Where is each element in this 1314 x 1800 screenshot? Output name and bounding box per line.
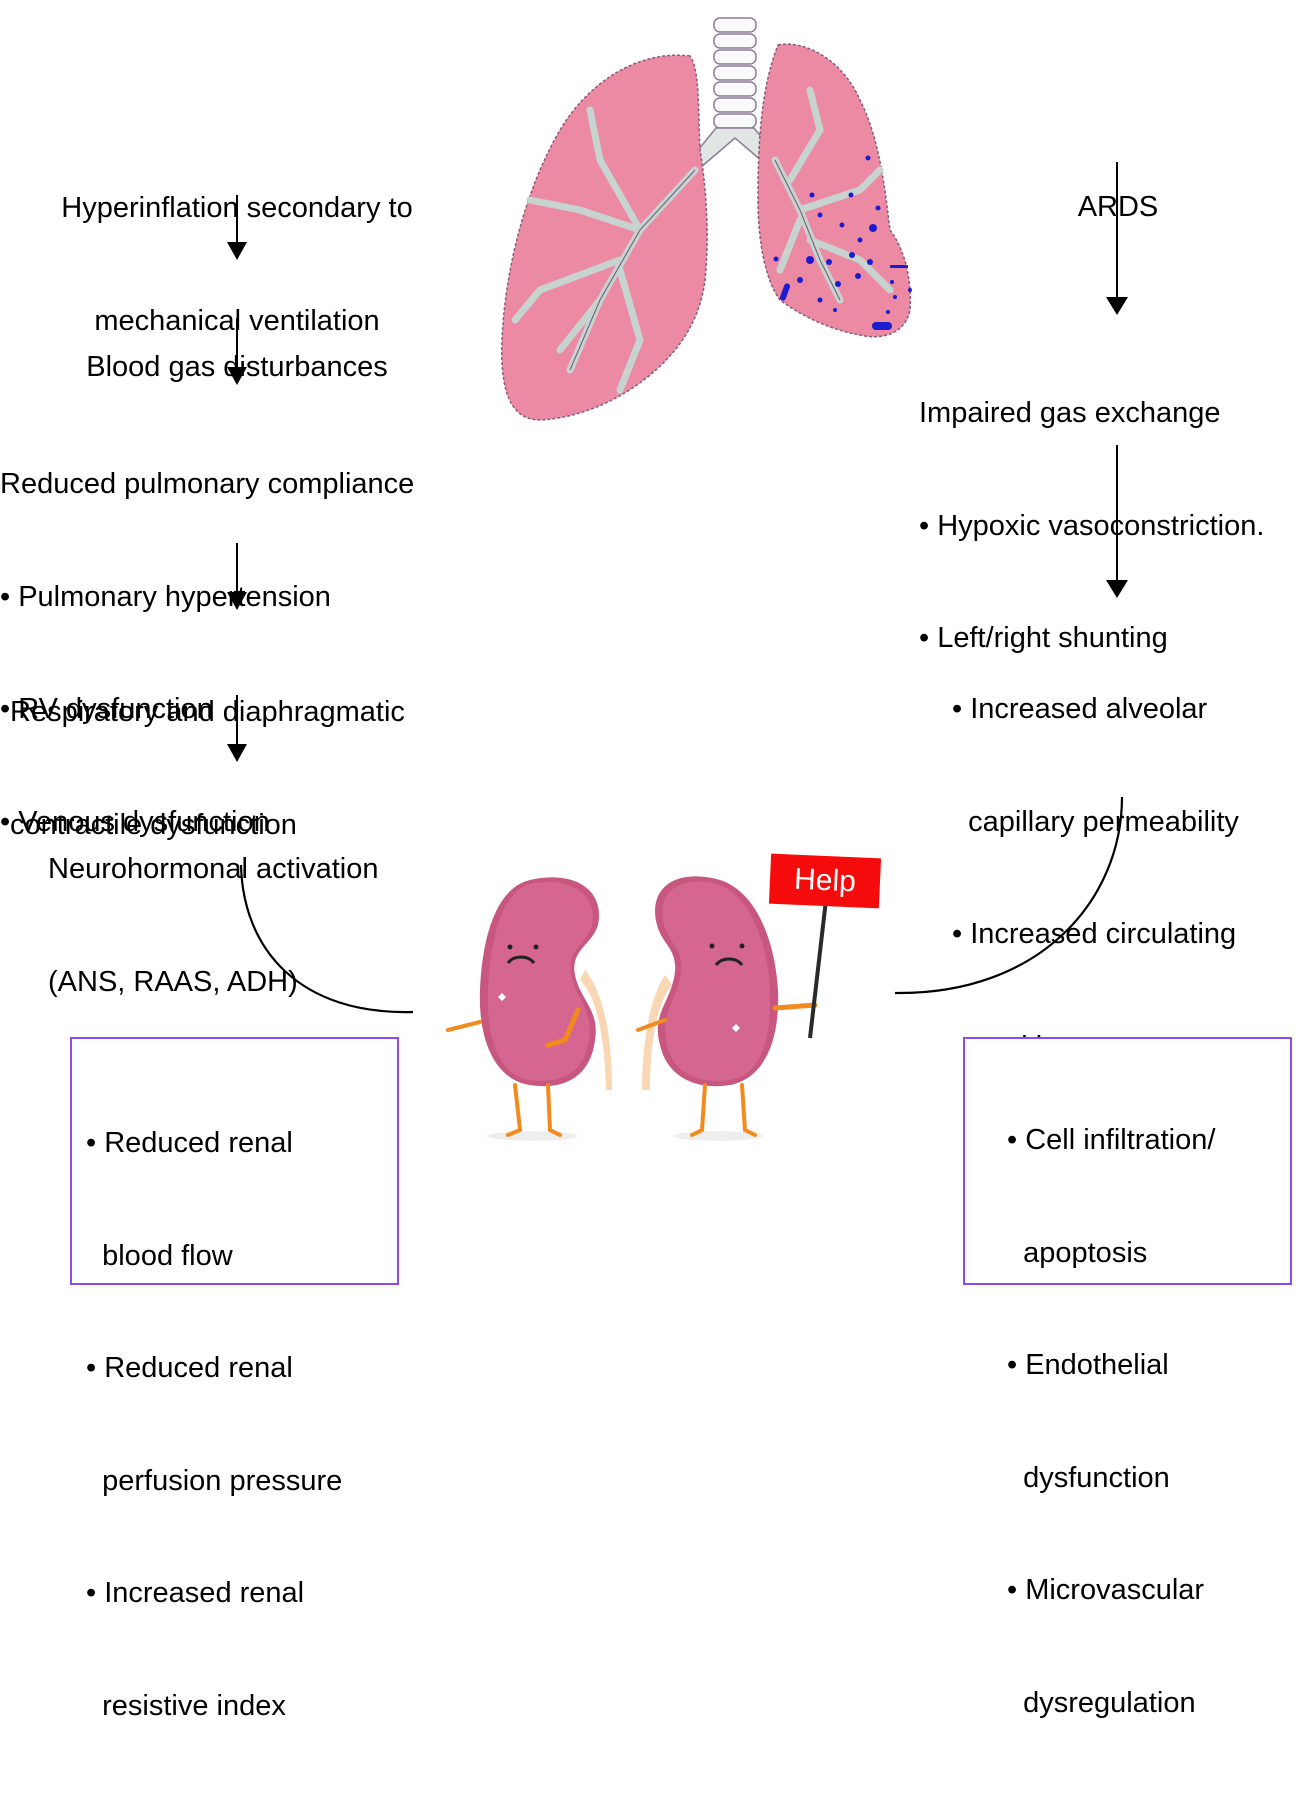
bullet-item: • Pulmonary hypertension — [0, 580, 331, 613]
left-step5: Neurohormonal activation (ANS, RAAS, ADH… — [48, 776, 378, 1039]
arrowhead — [227, 592, 247, 610]
right-kidney-icon — [636, 876, 818, 1137]
text-line: (ANS, RAAS, ADH) — [48, 965, 298, 998]
text-line: apoptosis — [1007, 1236, 1148, 1269]
arrowhead — [227, 367, 247, 385]
bronchi-outline — [569, 159, 841, 371]
step-heading: Reduced pulmonary compliance — [0, 468, 415, 500]
text-line: mechanical ventilation — [94, 304, 380, 337]
bullet-item: • Cell infiltration/ — [1007, 1124, 1216, 1156]
left-kidney-icon — [446, 877, 600, 1137]
arrowhead — [227, 744, 247, 762]
text-line: resistive index — [86, 1689, 286, 1722]
text-line: perfusion pressure — [86, 1464, 343, 1497]
infiltrate-dots-icon — [773, 155, 912, 330]
ureter-icon — [580, 970, 612, 1090]
left-lung-icon — [501, 54, 708, 421]
arrowhead — [227, 242, 247, 260]
bullet-item: • Increased alveolar — [952, 693, 1208, 725]
lungs-illustration — [501, 17, 912, 421]
kidneys-illustration — [446, 876, 828, 1141]
arrowhead — [1106, 580, 1128, 598]
renal-inflammation-list: • Cell infiltration/ apoptosis • Endothe… — [1007, 1047, 1215, 1797]
text-line: Neurohormonal activation — [48, 853, 379, 885]
text-line: Blood gas disturbances — [86, 351, 388, 383]
right-step2: Impaired gas exchange • Hypoxic vasocons… — [919, 320, 1264, 695]
left-step4: Respiratory and diaphragmatic contractil… — [10, 619, 405, 882]
text-line: dysregulation — [1007, 1686, 1196, 1719]
bullet-item: • Increased renal — [86, 1577, 305, 1609]
flow-arrows — [227, 162, 1128, 1014]
ureter-icon — [642, 975, 672, 1090]
renal-hemodynamics-list: • Reduced renal blood flow • Reduced ren… — [86, 1050, 342, 1800]
right-step3: • Increased alveolar capillary permeabil… — [952, 616, 1239, 1104]
help-sign-label: Help — [793, 862, 857, 899]
bullet-item: • Reduced renal — [86, 1352, 293, 1384]
text-line: capillary permeability — [952, 805, 1239, 838]
left-step1: Hyperinflation secondary to mechanical v… — [20, 115, 454, 378]
step-heading: Impaired gas exchange — [919, 397, 1221, 429]
text-line: dysfunction — [1007, 1461, 1170, 1494]
sign-pole-icon — [808, 899, 828, 1039]
right-step1: ARDS — [1018, 114, 1218, 264]
curve-left-to-kidneys — [239, 864, 414, 1014]
arrowhead — [1106, 297, 1128, 315]
bullet-item: • Reduced renal — [86, 1127, 293, 1159]
text-line: contractile dysfunction — [10, 808, 297, 841]
text-line: ARDS — [1077, 191, 1159, 223]
bullet-item: • Venous dysfunction — [0, 805, 270, 838]
left-step3: Reduced pulmonary compliance • Pulmonary… — [0, 391, 414, 879]
bullet-item: • Left/right shunting — [919, 622, 1168, 654]
left-step2: Blood gas disturbances — [20, 274, 454, 424]
bullet-item: • Endothelial — [1007, 1349, 1169, 1381]
bullet-item: • Hypoxic vasoconstriction. — [919, 509, 1265, 542]
renal-inflammation-box: • Cell infiltration/ apoptosis • Endothe… — [963, 1037, 1292, 1719]
bullet-item: • Microvascular — [1007, 1574, 1205, 1606]
bullet-item: • Increased circulating — [952, 918, 1237, 950]
text-line: Respiratory and diaphragmatic — [10, 696, 405, 728]
text-line: blood flow — [86, 1239, 233, 1272]
renal-hemodynamics-box: • Reduced renal blood flow • Reduced ren… — [70, 1037, 399, 1722]
curve-right-to-kidneys — [894, 796, 1124, 995]
bullet-item: • RV dysfunction — [0, 693, 213, 725]
text-line: Hyperinflation secondary to — [61, 192, 413, 224]
help-sign: Help — [768, 853, 882, 909]
